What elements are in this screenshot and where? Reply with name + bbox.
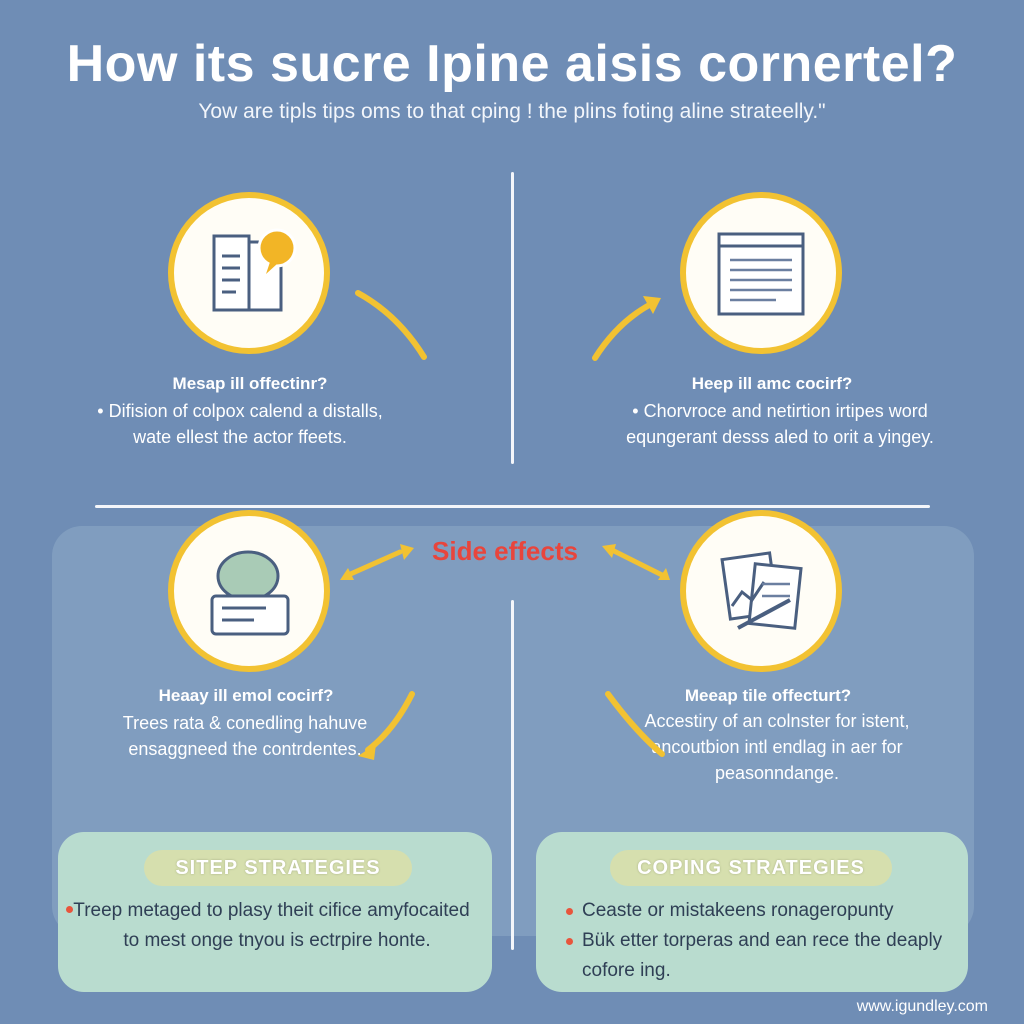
quadrant-4-body: Accestiry of an colnster for istent, anc… — [644, 711, 910, 783]
document-lightbulb-icon — [212, 228, 297, 312]
quadrant-1-icon-circle — [168, 192, 330, 354]
step-strategies-heading: SITEP STRATEGIES — [144, 850, 412, 886]
watermark: www.igundley.com — [856, 998, 988, 1015]
vertical-divider-bottom — [511, 600, 514, 950]
quadrant-4-title: Meeap tile offecturt? — [684, 686, 852, 705]
quadrant-2-icon-circle — [680, 192, 842, 354]
bullet-dot-icon — [566, 938, 573, 945]
arrow-bottom-left — [358, 691, 415, 760]
text-document-icon — [717, 232, 805, 316]
quadrant-1-title: Mesap ill offectinr? — [172, 374, 328, 393]
quadrant-4-icon-circle — [680, 510, 842, 672]
bullet-dot-icon — [66, 906, 74, 913]
arrow-to-label-right — [602, 544, 670, 580]
quadrant-1-body: • Difision of colpox calend a distalls, … — [97, 401, 383, 447]
horizontal-divider — [95, 505, 930, 508]
documents-chart-icon — [720, 551, 803, 630]
arrow-top-left — [355, 290, 427, 360]
quadrant-3-icon-circle — [168, 510, 330, 672]
step-strategies-list: Treep metaged to plasy theit cifice amyf… — [66, 896, 470, 956]
coping-strategies-heading: COPING STRATEGIES — [610, 850, 892, 886]
bullet-dot-icon — [566, 908, 573, 915]
list-item: Ceaste or mistakeens ronageropunty — [562, 896, 946, 926]
center-label: Side effects — [432, 536, 578, 566]
list-item: Bük etter torperas and ean rece the deap… — [562, 926, 946, 986]
step-strategies-box: SITEP STRATEGIES Treep metaged to plasy … — [58, 832, 492, 992]
arrow-to-label-left — [340, 544, 414, 580]
coping-strategies-box: COPING STRATEGIES Ceaste or mistakeens r… — [536, 832, 968, 992]
vertical-divider-top — [511, 172, 514, 464]
quadrant-3-title: Heaay ill emol cocirf? — [158, 686, 334, 705]
arrow-bottom-right — [605, 691, 665, 757]
quadrant-2-title: Heep ill amc cocirf? — [691, 374, 853, 393]
coping-strategies-list: Ceaste or mistakeens ronageropunty Bük e… — [562, 896, 946, 986]
list-item: Treep metaged to plasy theit cifice amyf… — [66, 896, 470, 956]
page-title: How its sucre Ipine aisis cornertel? — [66, 35, 958, 93]
arrow-top-right — [592, 296, 661, 361]
speech-bubble-card-icon — [210, 550, 290, 636]
quadrant-2-body: • Chorvroce and netirtion irtipes word e… — [626, 401, 934, 447]
page-subtitle: Yow are tipls tips oms to that cping ! t… — [198, 100, 826, 123]
quadrant-3-body: Trees rata & conedling hahuve ensaggneed… — [122, 713, 368, 759]
